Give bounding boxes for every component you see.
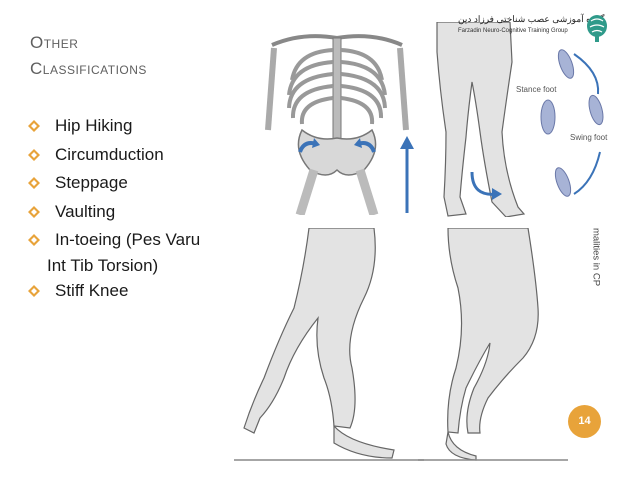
bullet-text: Stiff Knee — [55, 280, 129, 300]
skeleton-pelvis-figure — [265, 34, 409, 215]
bullet-item: Hip Hiking — [28, 112, 258, 141]
bullet-marker-icon — [28, 148, 40, 161]
side-caption: malities in CP — [586, 217, 606, 297]
bullet-text: Circumduction — [55, 144, 164, 164]
bullet-marker-icon — [28, 177, 40, 189]
title-line-1: Other — [30, 33, 79, 52]
title-line-2: Classifications — [30, 59, 147, 78]
bullet-text: In-toeing (Pes Varu — [55, 230, 201, 249]
bullet-continuation: Int Tib Torsion) — [47, 255, 159, 275]
page-number-badge: 14 — [568, 405, 601, 438]
bullet-item: Vaulting — [28, 198, 258, 227]
bullet-item: In-toeing (Pes Varu Int Tib Torsion) — [28, 226, 258, 277]
slide-title: Other Classifications — [30, 30, 147, 82]
bullet-marker-icon — [28, 234, 40, 246]
group-logo: گروه آموزشی عصب شناختی فرزاد دین Farzadi… — [458, 9, 608, 49]
bullet-marker-icon — [28, 120, 40, 132]
bullet-text: Steppage — [55, 173, 128, 192]
circumduction-legs-figure — [436, 22, 526, 217]
bullet-item: Steppage — [28, 169, 258, 198]
bullet-item: Stiff Knee — [28, 277, 258, 306]
walking-leg-figure-right — [418, 228, 568, 461]
bullet-list: Hip Hiking Circumduction Steppage Vaulti… — [28, 112, 258, 305]
brain-logo-icon — [587, 15, 607, 42]
logo-persian-text: گروه آموزشی عصب شناختی فرزاد دین — [458, 14, 605, 24]
side-caption-text: malities in CP — [590, 227, 602, 287]
swing-foot-label: Swing foot — [570, 133, 608, 142]
bullet-text: Vaulting — [55, 201, 116, 221]
bullet-text: Hip Hiking — [55, 116, 133, 135]
bullet-item: Circumduction — [28, 141, 258, 170]
bullet-marker-icon — [28, 205, 40, 218]
walking-leg-figure-left — [234, 228, 424, 461]
up-arrow-icon — [400, 136, 414, 213]
logo-english-text: Farzadin Neuro-Cognitive Training Group — [458, 28, 568, 34]
bullet-marker-icon — [28, 284, 40, 297]
stance-foot-label: Stance foot — [516, 85, 557, 94]
foot-swing-diagram: Stance foot Swing foot — [516, 49, 608, 197]
